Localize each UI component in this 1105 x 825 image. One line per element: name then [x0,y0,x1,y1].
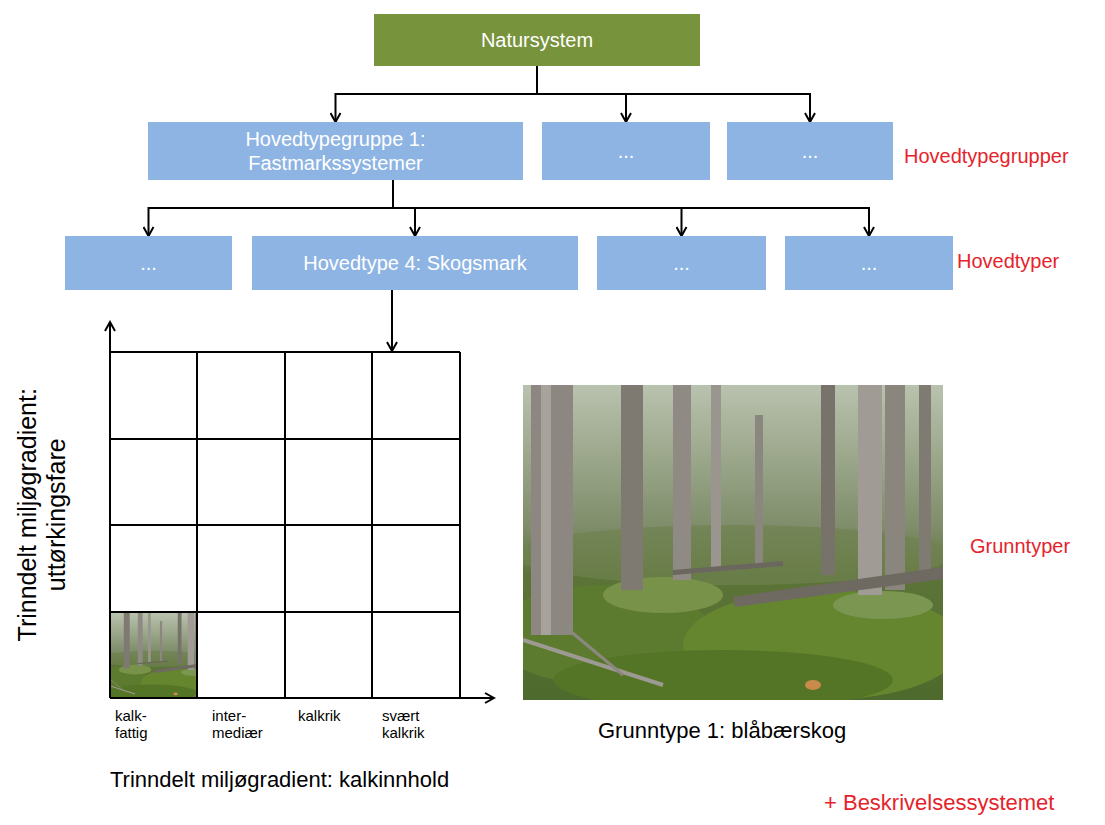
box-text: ... [802,139,819,163]
gradient-grid [110,352,460,698]
level-label: Grunntyper [970,535,1070,558]
type-box: ... [785,236,953,290]
box-text: ... [618,139,635,163]
type-box: ... [65,236,232,290]
group-box: Hovedtypegruppe 1: Fastmarkssystemer [148,122,523,180]
tree-connector [393,180,869,236]
grid-pointer-arrow [391,290,393,351]
axis-tick-label: inter- mediær [212,707,270,742]
type-box: ... [597,236,766,290]
tree-connector [537,66,810,122]
note: + Beskrivelsessystemet [824,790,1054,815]
axis-title: Trinndelt miljøgradient: kalkinnhold [110,767,449,792]
axis-tick-label: kalkrik [298,707,341,724]
type-box: Hovedtype 4: Skogsmark [252,236,578,290]
tree-connector [336,66,538,122]
forest-photo [493,385,963,710]
root-box: Natursystem [374,14,700,66]
box-text: ... [673,251,690,275]
x-axis-arrow [110,697,494,699]
y-axis-arrow [109,322,111,698]
group-box: ... [727,122,893,180]
level-label: Hovedtypegrupper [904,145,1069,168]
box-text: Hovedtype 4: Skogsmark [303,251,526,275]
axis-tick-label: kalk- fattig [115,707,165,742]
tree-connector [149,180,394,236]
group-box: ... [542,122,710,180]
axis-tick-label: svært kalkrik [382,707,462,742]
box-text: Natursystem [481,28,593,52]
box-text: ... [140,251,157,275]
axis-title: Trinndelt miljøgradient: uttørkingsfare [13,325,71,705]
box-text: ... [861,251,878,275]
level-label: Hovedtyper [957,250,1059,273]
photo-caption: Grunntype 1: blåbærskog [598,718,846,743]
box-text: Hovedtypegruppe 1: Fastmarkssystemer [156,127,515,175]
